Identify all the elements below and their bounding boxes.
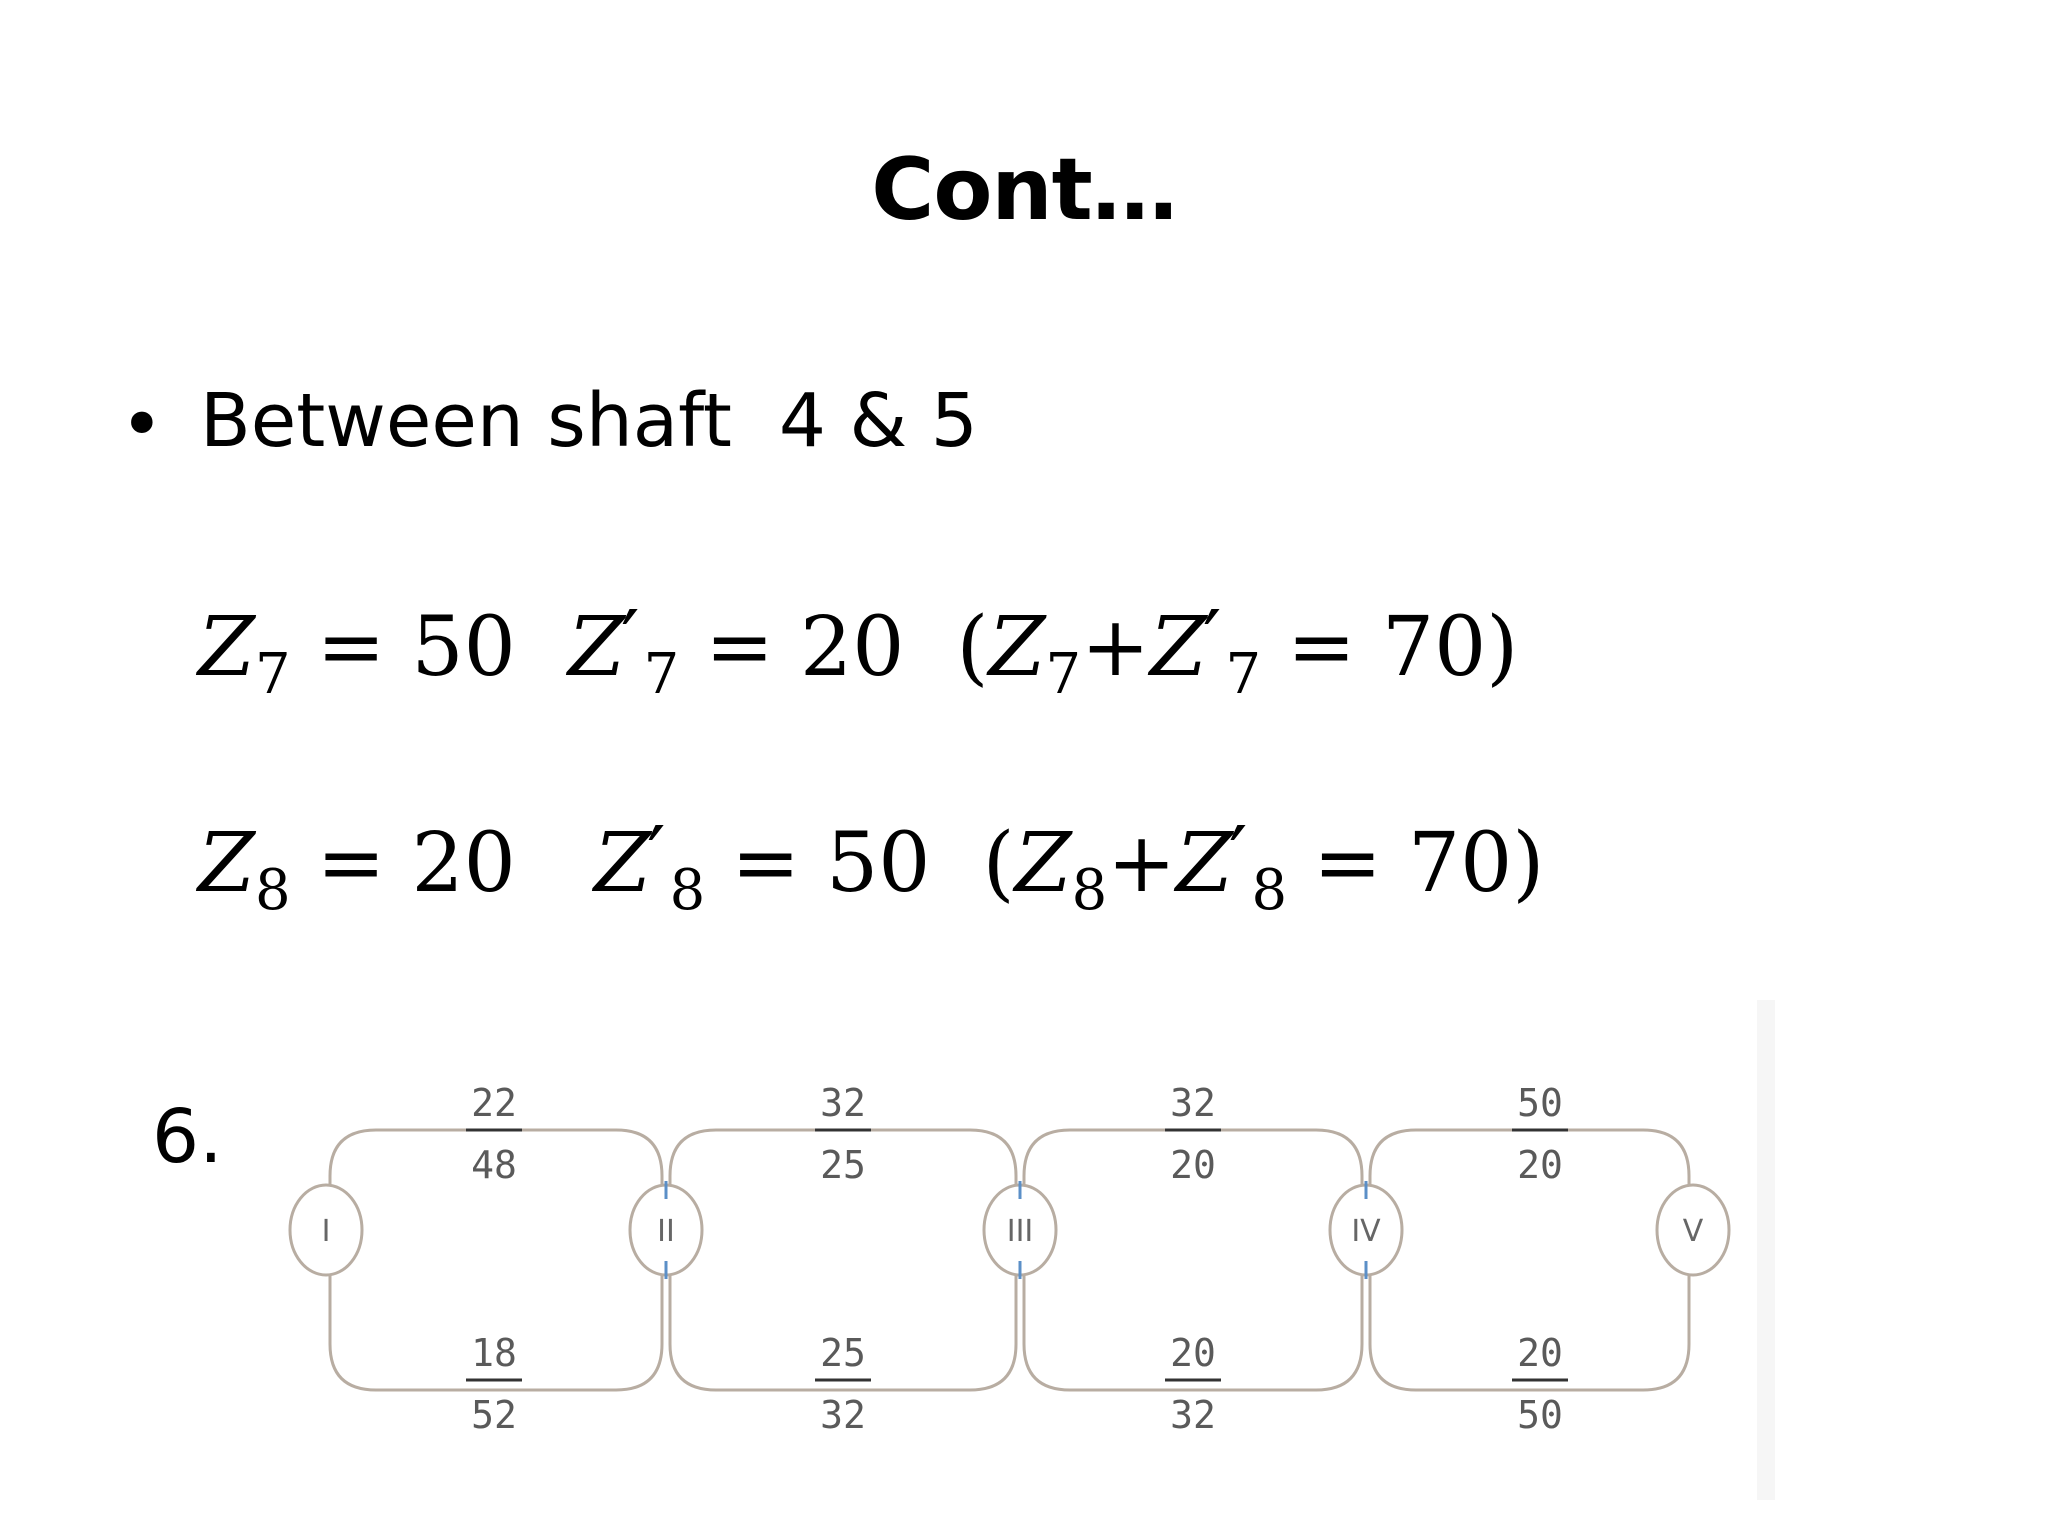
shaft-1-label: I (322, 1214, 331, 1249)
eq1-a-sub: 7 (254, 642, 291, 707)
eq2-a-value: 20 (411, 816, 516, 911)
eq1-b-value: 20 (800, 600, 905, 695)
bottom-ratio-3-numerator: 20 (1170, 1331, 1216, 1375)
slide-title: Cont… (871, 140, 1178, 240)
eq2-sum-b-sub: 8 (1251, 858, 1288, 923)
equation-z7: Z7 = 50 Z′7 = 20 (Z7+Z′7 = 70) (198, 594, 1519, 707)
top-ratio-1-numerator: 22 (471, 1081, 517, 1125)
eq2-sum-value: 70 (1408, 816, 1513, 911)
eq1-a-symbol: Z (198, 600, 255, 695)
top-ratio-3-numerator: 32 (1170, 1081, 1216, 1125)
eq1-b-sub: 7 (643, 642, 680, 707)
shaft-4-label: IV (1351, 1214, 1381, 1249)
eq1-sum-a-symbol: Z (988, 600, 1046, 695)
top-ratio-4-denominator: 20 (1517, 1143, 1563, 1187)
item-number: 6. (152, 1094, 223, 1180)
bottom-ratio-4-numerator: 20 (1517, 1331, 1563, 1375)
eq2-sum-b-symbol: Z (1175, 816, 1233, 911)
eq1-sum-b-symbol: Z (1149, 600, 1207, 695)
eq2-b-sub: 8 (669, 858, 706, 923)
eq1-b-symbol: Z (567, 600, 625, 695)
eq1-sum-a-sub: 7 (1045, 642, 1082, 707)
bottom-ratio-3-denominator: 32 (1170, 1393, 1216, 1437)
bullet-text: Between shaft 4 & 5 (200, 378, 978, 464)
bottom-ratio-4-denominator: 50 (1517, 1393, 1563, 1437)
top-ratio-2-numerator: 32 (820, 1081, 866, 1125)
top-ratio-3-denominator: 20 (1170, 1143, 1216, 1187)
shaft-5-label: V (1683, 1214, 1704, 1249)
eq2-a-symbol: Z (198, 816, 255, 911)
equation-z8: Z8 = 20 Z′8 = 50 (Z8+Z′8 = 70) (198, 810, 1545, 923)
top-ratio-2-denominator: 25 (820, 1143, 866, 1187)
eq1-a-value: 50 (411, 600, 516, 695)
bottom-ratio-1-denominator: 52 (471, 1393, 517, 1437)
eq2-sum-a-sub: 8 (1071, 858, 1108, 923)
shaft-1-oval (288, 1183, 364, 1277)
eq1-sum-value: 70 (1381, 600, 1487, 695)
eq2-b-symbol: Z (594, 816, 651, 911)
eq1-sum-b-sub: 7 (1225, 642, 1262, 707)
eq2-a-sub: 8 (254, 858, 291, 923)
top-ratio-1-denominator: 48 (471, 1143, 517, 1187)
shaft-5-oval (1655, 1183, 1731, 1277)
bullet-dot: • (120, 382, 164, 468)
eq2-sum-a-symbol: Z (1014, 816, 1072, 911)
shaft-3-label: III (1007, 1214, 1034, 1249)
bottom-ratio-1-numerator: 18 (471, 1331, 517, 1375)
eq2-b-value: 50 (826, 816, 931, 911)
bottom-ratio-2-denominator: 32 (820, 1393, 866, 1437)
top-ratio-4-numerator: 50 (1517, 1081, 1563, 1125)
bottom-ratio-2-numerator: 25 (820, 1331, 866, 1375)
shaft-2-label: II (657, 1214, 675, 1249)
